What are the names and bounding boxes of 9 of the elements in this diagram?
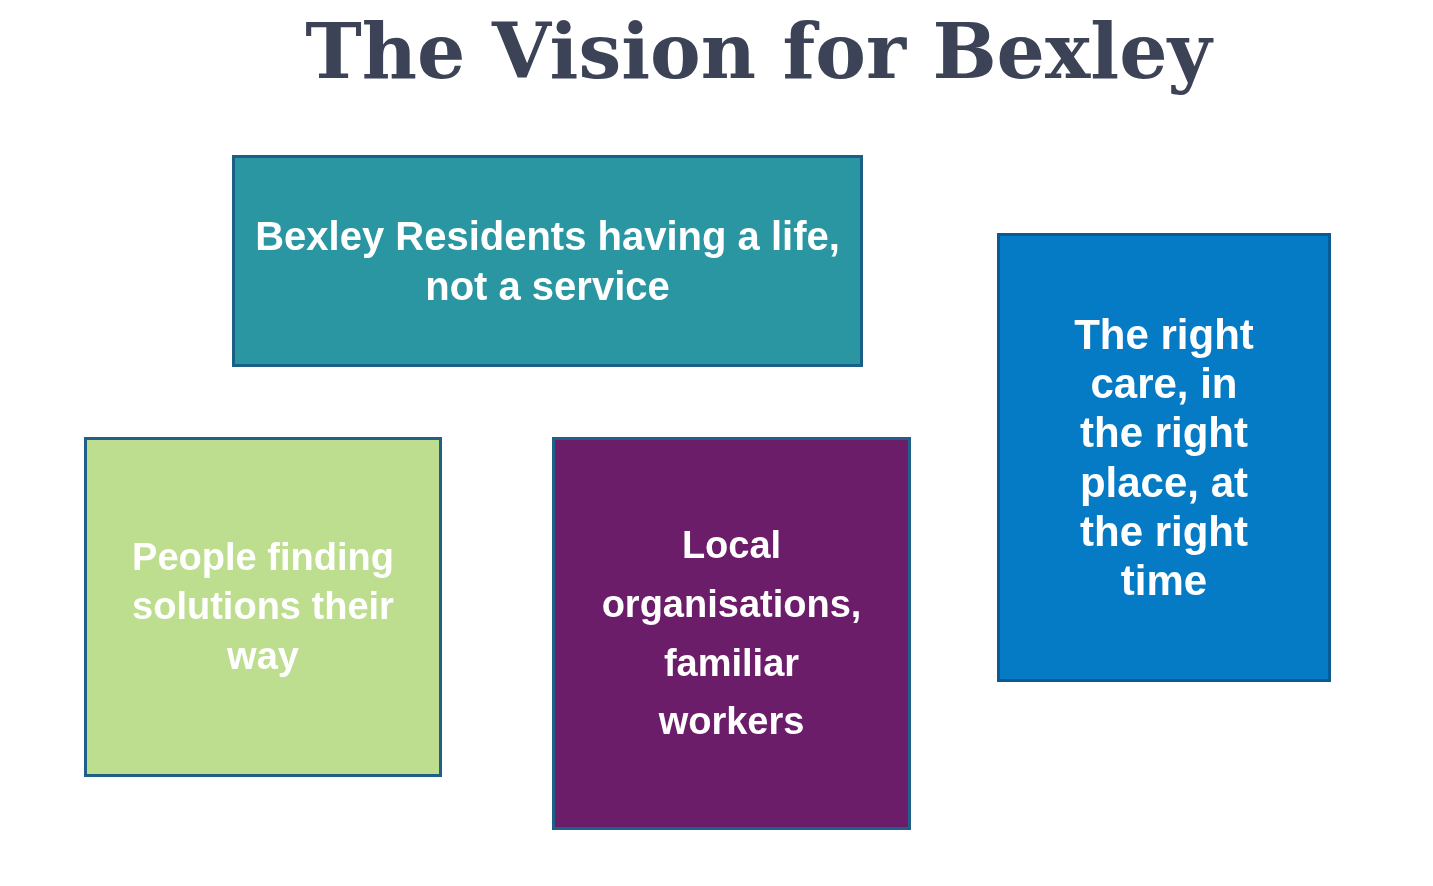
statement-text: People finding solutions their way — [131, 534, 395, 679]
statement-panel — [997, 233, 1331, 682]
statement-panel — [84, 437, 442, 777]
slide-title: The Vision for Bexley — [305, 6, 1212, 98]
statement-text: The right care, in the right place, at the right time — [1073, 310, 1255, 605]
statement-text: Bexley Residents having a life, not a service — [254, 213, 841, 310]
statement-panel — [232, 155, 863, 367]
statement-panel — [552, 437, 911, 830]
statement-text: Local organisations, familiar workers — [600, 522, 863, 745]
